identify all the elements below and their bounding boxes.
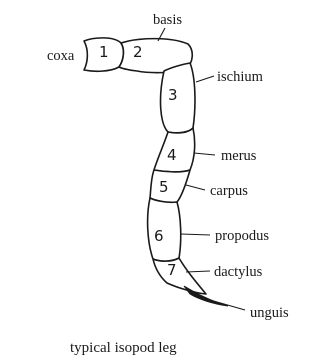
label-merus: merus	[221, 148, 257, 164]
label-coxa: coxa	[47, 48, 75, 64]
leader-unguis	[210, 300, 245, 310]
label-dactylus: dactylus	[214, 264, 263, 280]
label-basis: basis	[153, 12, 182, 28]
label-carpus: carpus	[210, 183, 248, 199]
leader-propodus	[181, 234, 210, 235]
segment-number-7: 7	[167, 261, 177, 279]
segment-number-4: 4	[167, 146, 177, 164]
segment-merus: 4	[154, 128, 195, 172]
leader-carpus	[186, 185, 205, 190]
leader-dactylus	[186, 271, 210, 272]
segment-propodus-shape	[148, 198, 181, 261]
label-unguis: unguis	[250, 305, 289, 321]
segment-carpus-shape	[150, 170, 190, 202]
segment-dactylus: 7	[153, 258, 206, 294]
leader-ischium	[196, 76, 214, 82]
diagram-caption: typical isopod leg	[70, 340, 177, 356]
label-propodus: propodus	[215, 228, 269, 244]
segment-ischium: 3	[161, 63, 195, 133]
segment-number-3: 3	[168, 86, 178, 104]
leader-merus	[194, 153, 215, 155]
label-ischium: ischium	[217, 69, 264, 85]
segment-dactylus-shape	[153, 258, 206, 294]
segment-propodus: 6	[148, 198, 181, 261]
segment-number-1: 1	[99, 43, 109, 61]
segment-ischium-shape	[161, 63, 195, 133]
segment-coxa: 1	[84, 38, 123, 71]
segment-carpus: 5	[150, 170, 190, 202]
segment-number-6: 6	[154, 227, 164, 245]
segment-number-5: 5	[159, 178, 169, 196]
segment-number-2: 2	[133, 43, 143, 61]
